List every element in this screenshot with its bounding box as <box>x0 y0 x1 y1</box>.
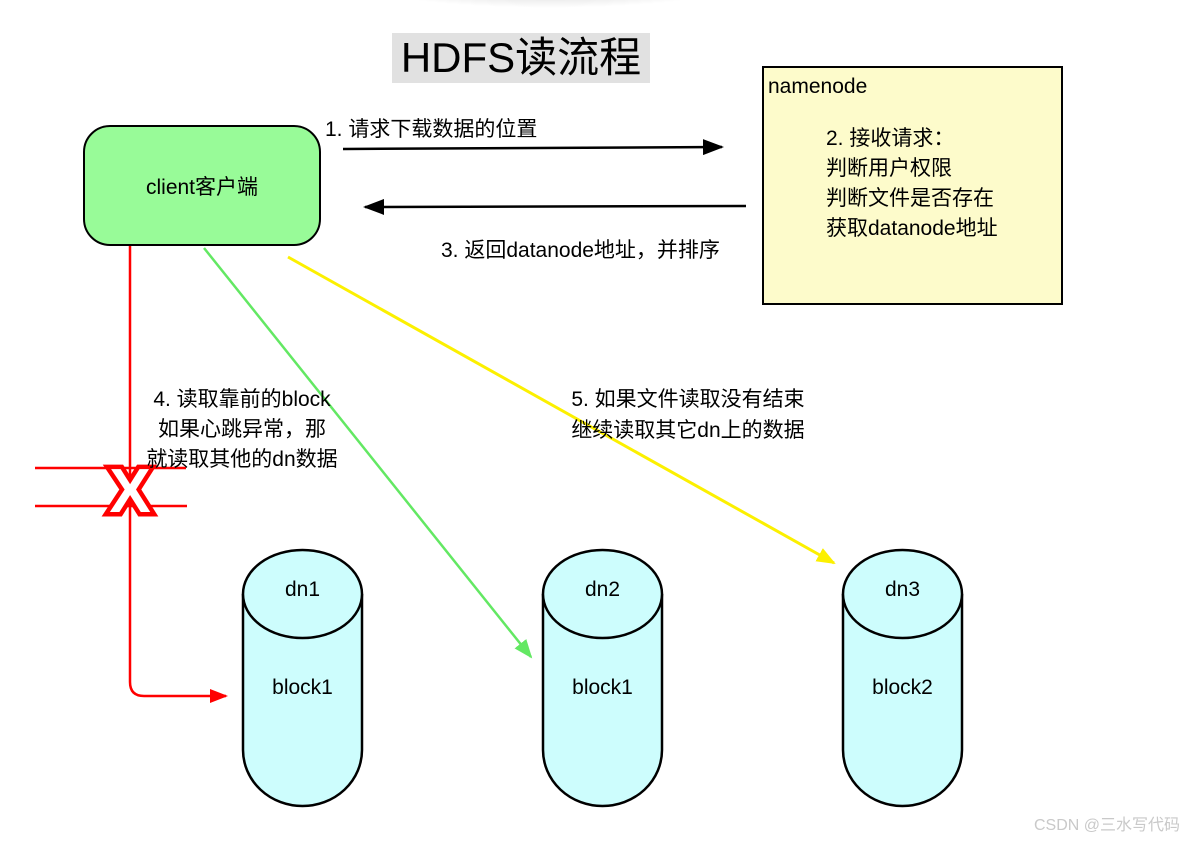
label-step5-line: 继续读取其它dn上的数据 <box>571 419 805 442</box>
dn1-name-label: dn1 <box>284 578 321 601</box>
namenode-step2-line: 2. 接收请求： <box>826 127 955 150</box>
top-edge-shadow <box>330 0 770 22</box>
dn1-block-label: block1 <box>272 676 333 699</box>
dn3-block-label: block2 <box>872 676 933 699</box>
namenode-step2-text: 2. 接收请求： 判断用户权限 判断文件是否存在 获取datanode地址 <box>826 124 998 244</box>
namenode-node-label: namenode <box>768 75 868 98</box>
namenode-step2-line: 判断文件是否存在 <box>826 187 994 210</box>
namenode-step2-line: 获取datanode地址 <box>826 217 998 240</box>
label-step4-line: 4. 读取靠前的block <box>153 388 331 411</box>
namenode-step2-line: 判断用户权限 <box>826 157 952 180</box>
client-node-label: client客户端 <box>145 175 259 199</box>
label-step4-line: 如果心跳异常，那 <box>158 418 326 441</box>
arrow-step1-request <box>342 139 724 156</box>
dn2-name-label: dn2 <box>584 578 621 601</box>
page-title: HDFS读流程 <box>392 33 650 83</box>
arrow-step3-return <box>363 198 747 215</box>
label-step3: 3. 返回datanode地址，并排序 <box>441 239 720 262</box>
dn2-block-label: block1 <box>572 676 633 699</box>
label-step4: 4. 读取靠前的block 如果心跳异常，那 就读取其他的dn数据 <box>110 385 374 475</box>
label-step1: 1. 请求下载数据的位置 <box>325 118 538 141</box>
csdn-watermark: CSDN @三水写代码 <box>1033 817 1180 834</box>
client-node: client客户端 <box>83 125 321 246</box>
label-step5-line: 5. 如果文件读取没有结束 <box>571 388 805 411</box>
namenode-node: namenode 2. 接收请求： 判断用户权限 判断文件是否存在 获取data… <box>762 66 1063 305</box>
label-step5: 5. 如果文件读取没有结束 继续读取其它dn上的数据 <box>549 384 827 446</box>
label-step4-line: 就读取其他的dn数据 <box>146 448 338 471</box>
dn3-name-label: dn3 <box>884 578 921 601</box>
